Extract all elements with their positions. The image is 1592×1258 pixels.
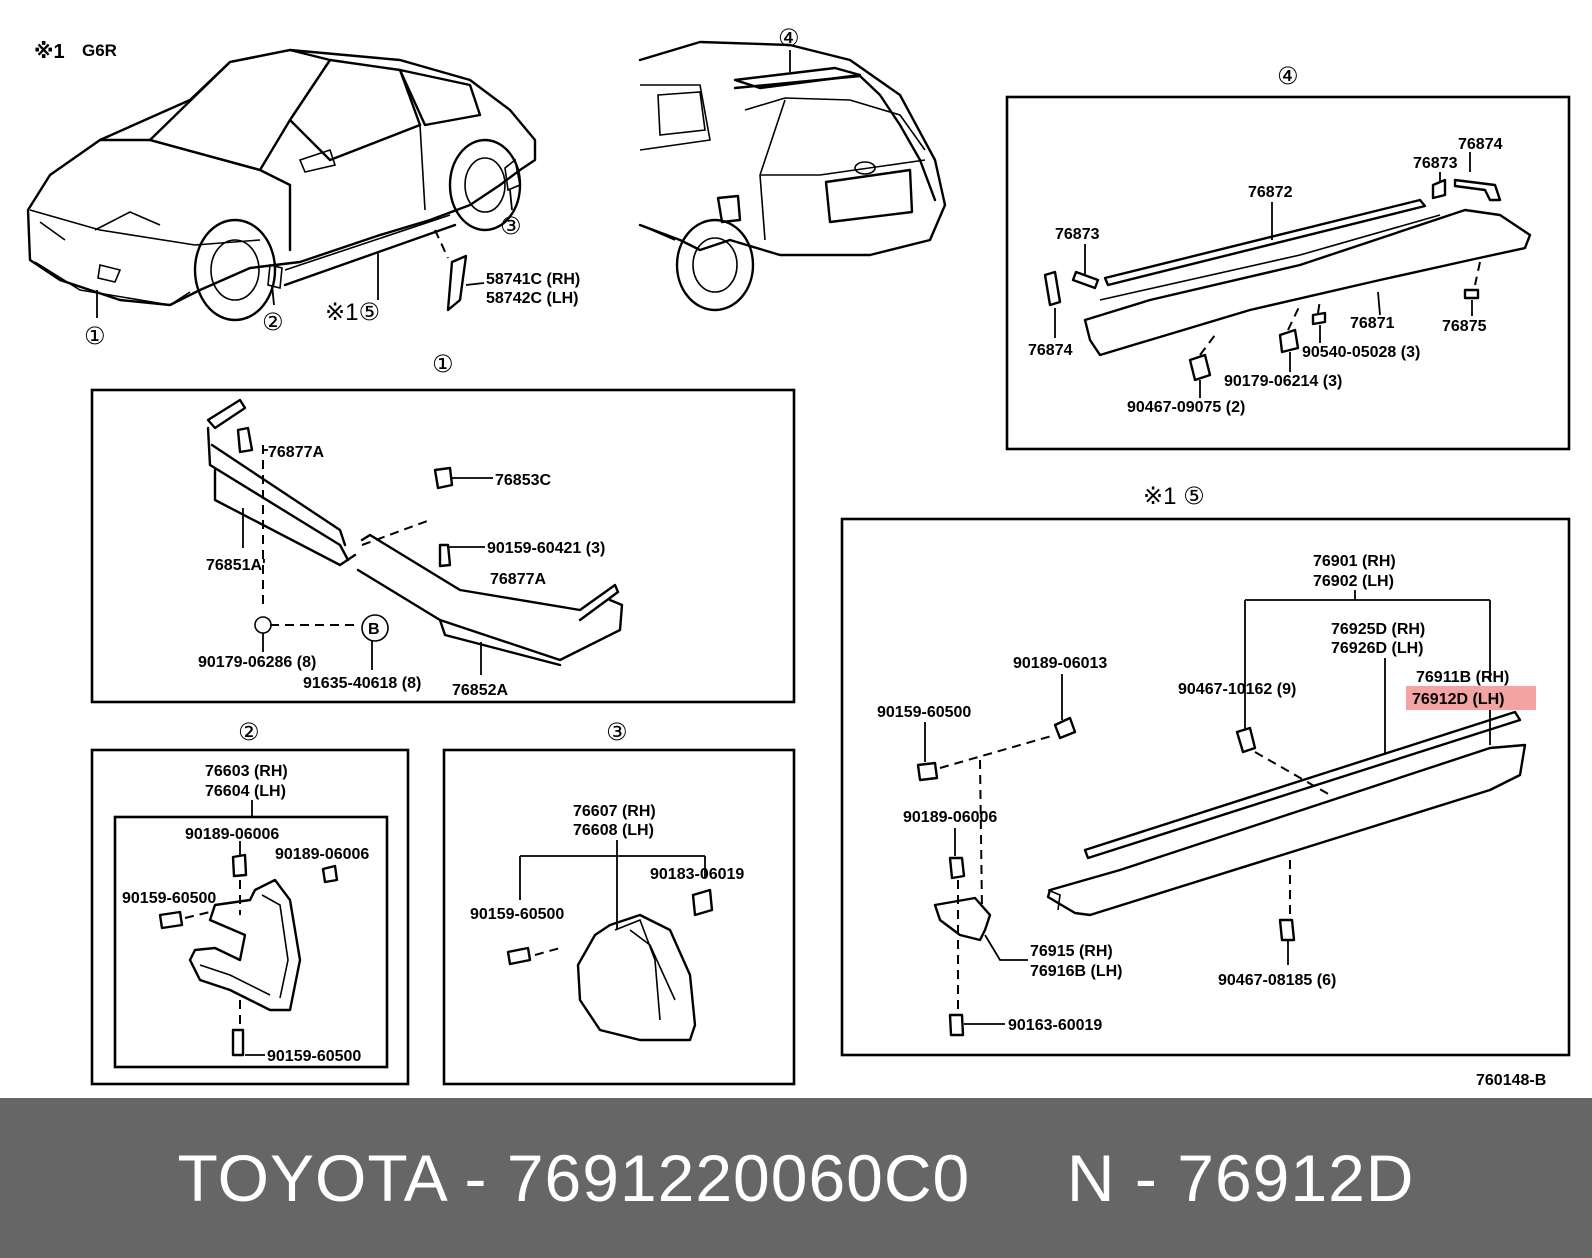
callout-3: ③ bbox=[500, 213, 522, 240]
p4-part-1: 76873 bbox=[1413, 155, 1458, 172]
panel4-drawing bbox=[1043, 178, 1532, 382]
panel2-box bbox=[90, 748, 410, 1086]
p1-part-2: 90159-60421 (3) bbox=[487, 540, 605, 557]
p5-part-1: 76902 (LH) bbox=[1313, 573, 1394, 590]
panel1-box bbox=[90, 388, 796, 704]
panel1-title: ① bbox=[432, 351, 454, 378]
p1-part-4: 76877A bbox=[490, 571, 546, 588]
p1-circle-b bbox=[361, 614, 389, 642]
p2-part-3: 90189-06006 bbox=[275, 846, 369, 863]
p1-part-0: 76877A bbox=[268, 444, 324, 461]
p5-part-9: 90189-06006 bbox=[903, 809, 997, 826]
footer-bar: TOYOTA - 7691220060C0 N - 76912D bbox=[0, 1098, 1592, 1258]
car-rear-view: ④ bbox=[638, 25, 947, 312]
p4-part-7: 90540-05028 (3) bbox=[1302, 344, 1420, 361]
p3-part-2: 90183-06019 bbox=[650, 866, 744, 883]
p1-part-8: 76852A bbox=[452, 682, 508, 699]
p1-part-3: 76851A' bbox=[206, 557, 266, 574]
p5-part-4: 76911B (RH) bbox=[1416, 669, 1509, 686]
car-front-view bbox=[26, 48, 537, 322]
header-model: G6R bbox=[82, 41, 117, 60]
highlight-box bbox=[1406, 686, 1536, 710]
p4-part-5: 76871 bbox=[1350, 315, 1395, 332]
p1-part-1: 76853C bbox=[495, 472, 551, 489]
p4-part-9: 90467-09075 (2) bbox=[1127, 399, 1245, 416]
panel4-box bbox=[1005, 95, 1571, 451]
header-note: ※1 bbox=[34, 41, 65, 63]
panel5-title: ※1 ⑤ bbox=[1143, 483, 1205, 510]
p2-part-2: 90189-06006 bbox=[185, 826, 279, 843]
panel5-labels: 76901 (RH) 76902 (LH) 76925D (RH) 76926D… bbox=[877, 553, 1536, 1034]
panel2-inner-box bbox=[113, 815, 389, 1069]
p5-part-6: 90467-10162 (9) bbox=[1178, 681, 1296, 698]
panel1-labels: 76877A 76853C 90159-60421 (3) 76851A' 76… bbox=[198, 444, 605, 699]
flare-part-lh: 58742C (LH) bbox=[486, 290, 578, 307]
overview-callouts: ① ② ③ ※1⑤ 58741C (RH) 58742C (LH) bbox=[84, 189, 580, 350]
panel4-labels: 76874 76873 76872 76873 76874 76871 7687… bbox=[1028, 136, 1503, 416]
parts-diagram: ※1 G6R ① ② ③ ※1⑤ 58741C (RH bbox=[26, 25, 1571, 1089]
panel4-title: ④ bbox=[1277, 63, 1299, 90]
p3-part-0: 76607 (RH) bbox=[573, 803, 656, 820]
p4-part-6: 76875 bbox=[1442, 318, 1487, 335]
p2-part-1: 76604 (LH) bbox=[205, 783, 286, 800]
diagram-canvas: ※1 G6R ① ② ③ ※1⑤ 58741C (RH bbox=[26, 25, 1571, 1089]
p1-part-5: B bbox=[368, 621, 380, 638]
p1-part-6: 90179-06286 (8) bbox=[198, 654, 316, 671]
flare-part-rh: 58741C (RH) bbox=[486, 271, 580, 288]
p4-part-4: 76874 bbox=[1028, 342, 1073, 359]
p5-part-11: 76916B (LH) bbox=[1030, 963, 1122, 980]
p2-part-0: 76603 (RH) bbox=[205, 763, 288, 780]
footer-part-number: TOYOTA - 7691220060C0 N - 76912D bbox=[177, 1141, 1415, 1215]
panel3-box bbox=[442, 748, 796, 1086]
p5-part-0: 76901 (RH) bbox=[1313, 553, 1396, 570]
panel3-title: ③ bbox=[606, 719, 628, 746]
p5-part-8: 90159-60500 bbox=[877, 704, 971, 721]
p4-part-8: 90179-06214 (3) bbox=[1224, 373, 1342, 390]
panel3-drawing bbox=[506, 888, 714, 1042]
callout-2: ② bbox=[262, 309, 284, 336]
p5-part-10: 76915 (RH) bbox=[1030, 943, 1113, 960]
callout-1-5: ※1⑤ bbox=[325, 299, 380, 326]
p2-part-4: 90159-60500 bbox=[122, 890, 216, 907]
panel5-box bbox=[840, 517, 1571, 1057]
p5-part-3: 76926D (LH) bbox=[1331, 640, 1423, 657]
p5-part-7: 90189-06013 bbox=[1013, 655, 1107, 672]
p4-part-0: 76874 bbox=[1458, 136, 1503, 153]
panel1-drawing bbox=[206, 398, 624, 667]
panel2-title: ② bbox=[238, 719, 260, 746]
p4-part-3: 76873 bbox=[1055, 226, 1100, 243]
p5-part-5-highlighted: 76912D (LH) bbox=[1412, 691, 1504, 708]
panel5-drawing bbox=[916, 710, 1527, 1037]
callout-1: ① bbox=[84, 323, 106, 350]
p3-part-3: 90159-60500 bbox=[470, 906, 564, 923]
panel2-drawing bbox=[158, 853, 339, 1057]
p3-part-1: 76608 (LH) bbox=[573, 822, 654, 839]
p5-part-13: 90467-08185 (6) bbox=[1218, 972, 1336, 989]
p4-part-2: 76872 bbox=[1248, 184, 1293, 201]
diagram-code: 760148-B bbox=[1476, 1072, 1546, 1089]
rear-callout-4: ④ bbox=[778, 25, 800, 52]
p1-part-7: 91635-40618 (8) bbox=[303, 675, 421, 692]
p5-part-12: 90163-60019 bbox=[1008, 1017, 1102, 1034]
p5-part-2: 76925D (RH) bbox=[1331, 621, 1425, 638]
p2-part-5: 90159-60500 bbox=[267, 1048, 361, 1065]
